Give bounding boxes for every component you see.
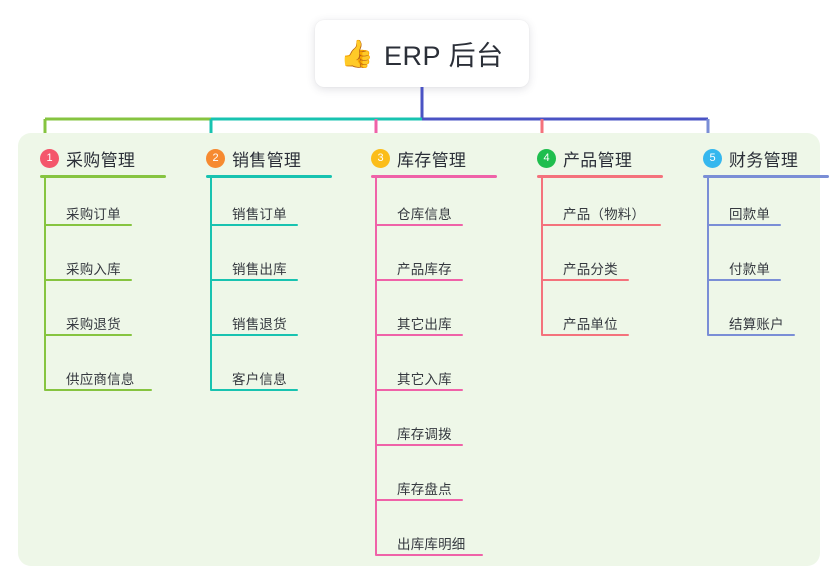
branch-badge-2: 2 [206, 149, 225, 168]
leaf-item-label: 采购退货 [66, 317, 121, 332]
leaf-item-rule [44, 279, 132, 281]
branch-spine-4 [541, 177, 543, 335]
branch-header-5[interactable]: 5 财务管理 [703, 146, 798, 171]
branch-rule-2 [206, 175, 332, 178]
branch-header-1[interactable]: 1 采购管理 [40, 146, 135, 171]
leaf-item-rule [375, 444, 463, 446]
branch-rule-3 [371, 175, 497, 178]
branch-badge-3: 3 [371, 149, 390, 168]
leaf-item-rule [707, 279, 781, 281]
branch-title-4: 产品管理 [563, 151, 633, 170]
branch-rule-1 [40, 175, 166, 178]
leaf-item-label: 供应商信息 [66, 372, 135, 387]
leaf-item-rule [44, 389, 152, 391]
thumbs-up-icon: 👍 [340, 38, 375, 69]
branch-spine-1 [44, 177, 46, 390]
leaf-item-rule [375, 224, 463, 226]
leaf-item-rule [375, 334, 463, 336]
leaf-item-label: 采购入库 [66, 262, 121, 277]
leaf-item-rule [375, 389, 463, 391]
leaf-item-label: 仓库信息 [397, 207, 452, 222]
branch-spine-3 [375, 177, 377, 555]
branch-badge-4: 4 [537, 149, 556, 168]
leaf-item-label: 产品单位 [563, 317, 618, 332]
branch-badge-5: 5 [703, 149, 722, 168]
leaf-item-rule [541, 334, 629, 336]
branch-spine-2 [210, 177, 212, 390]
leaf-item-rule [210, 334, 298, 336]
leaf-item-label: 产品库存 [397, 262, 452, 277]
leaf-item-rule [707, 334, 795, 336]
leaf-item-label: 采购订单 [66, 207, 121, 222]
branch-header-3[interactable]: 3 库存管理 [371, 146, 466, 171]
leaf-item-label: 客户信息 [232, 372, 287, 387]
leaf-item-label: 销售退货 [232, 317, 287, 332]
leaf-item-label: 库存盘点 [397, 482, 452, 497]
branch-header-2[interactable]: 2 销售管理 [206, 146, 301, 171]
branch-badge-1: 1 [40, 149, 59, 168]
branch-spine-5 [707, 177, 709, 335]
leaf-item-rule [375, 554, 483, 556]
branch-title-2: 销售管理 [232, 151, 302, 170]
leaf-item-rule [44, 334, 132, 336]
leaf-item-rule [541, 224, 661, 226]
branch-rule-4 [537, 175, 663, 178]
leaf-item-rule [210, 224, 298, 226]
branch-title-3: 库存管理 [397, 151, 467, 170]
leaf-item-label: 回款单 [729, 207, 771, 222]
leaf-item-label: 产品分类 [563, 262, 618, 277]
leaf-item-label: 销售出库 [232, 262, 287, 277]
leaf-item-rule [210, 279, 298, 281]
leaf-item-rule [375, 499, 463, 501]
leaf-item-rule [375, 279, 463, 281]
leaf-item-rule [707, 224, 781, 226]
leaf-item-label: 付款单 [729, 262, 771, 277]
root-node[interactable]: 👍 ERP 后台 [315, 20, 529, 87]
leaf-item-label: 其它入库 [397, 372, 452, 387]
leaf-item-rule [541, 279, 629, 281]
leaf-item-rule [44, 224, 132, 226]
leaf-item-label: 结算账户 [729, 317, 784, 332]
leaf-item-label: 销售订单 [232, 207, 287, 222]
branch-rule-5 [703, 175, 829, 178]
leaf-item-label: 其它出库 [397, 317, 452, 332]
branch-title-1: 采购管理 [66, 151, 136, 170]
branch-title-5: 财务管理 [729, 151, 799, 170]
diagram-panel: 1 采购管理采购订单采购入库采购退货供应商信息 2 销售管理销售订单销售出库销售退货客… [18, 133, 829, 566]
leaf-item-label: 库存调拨 [397, 427, 452, 442]
leaf-item-label: 出库库明细 [397, 537, 466, 552]
branch-header-4[interactable]: 4 产品管理 [537, 146, 632, 171]
leaf-item-rule [210, 389, 298, 391]
root-node-label: ERP 后台 [384, 41, 504, 71]
leaf-item-label: 产品（物料） [563, 207, 646, 222]
